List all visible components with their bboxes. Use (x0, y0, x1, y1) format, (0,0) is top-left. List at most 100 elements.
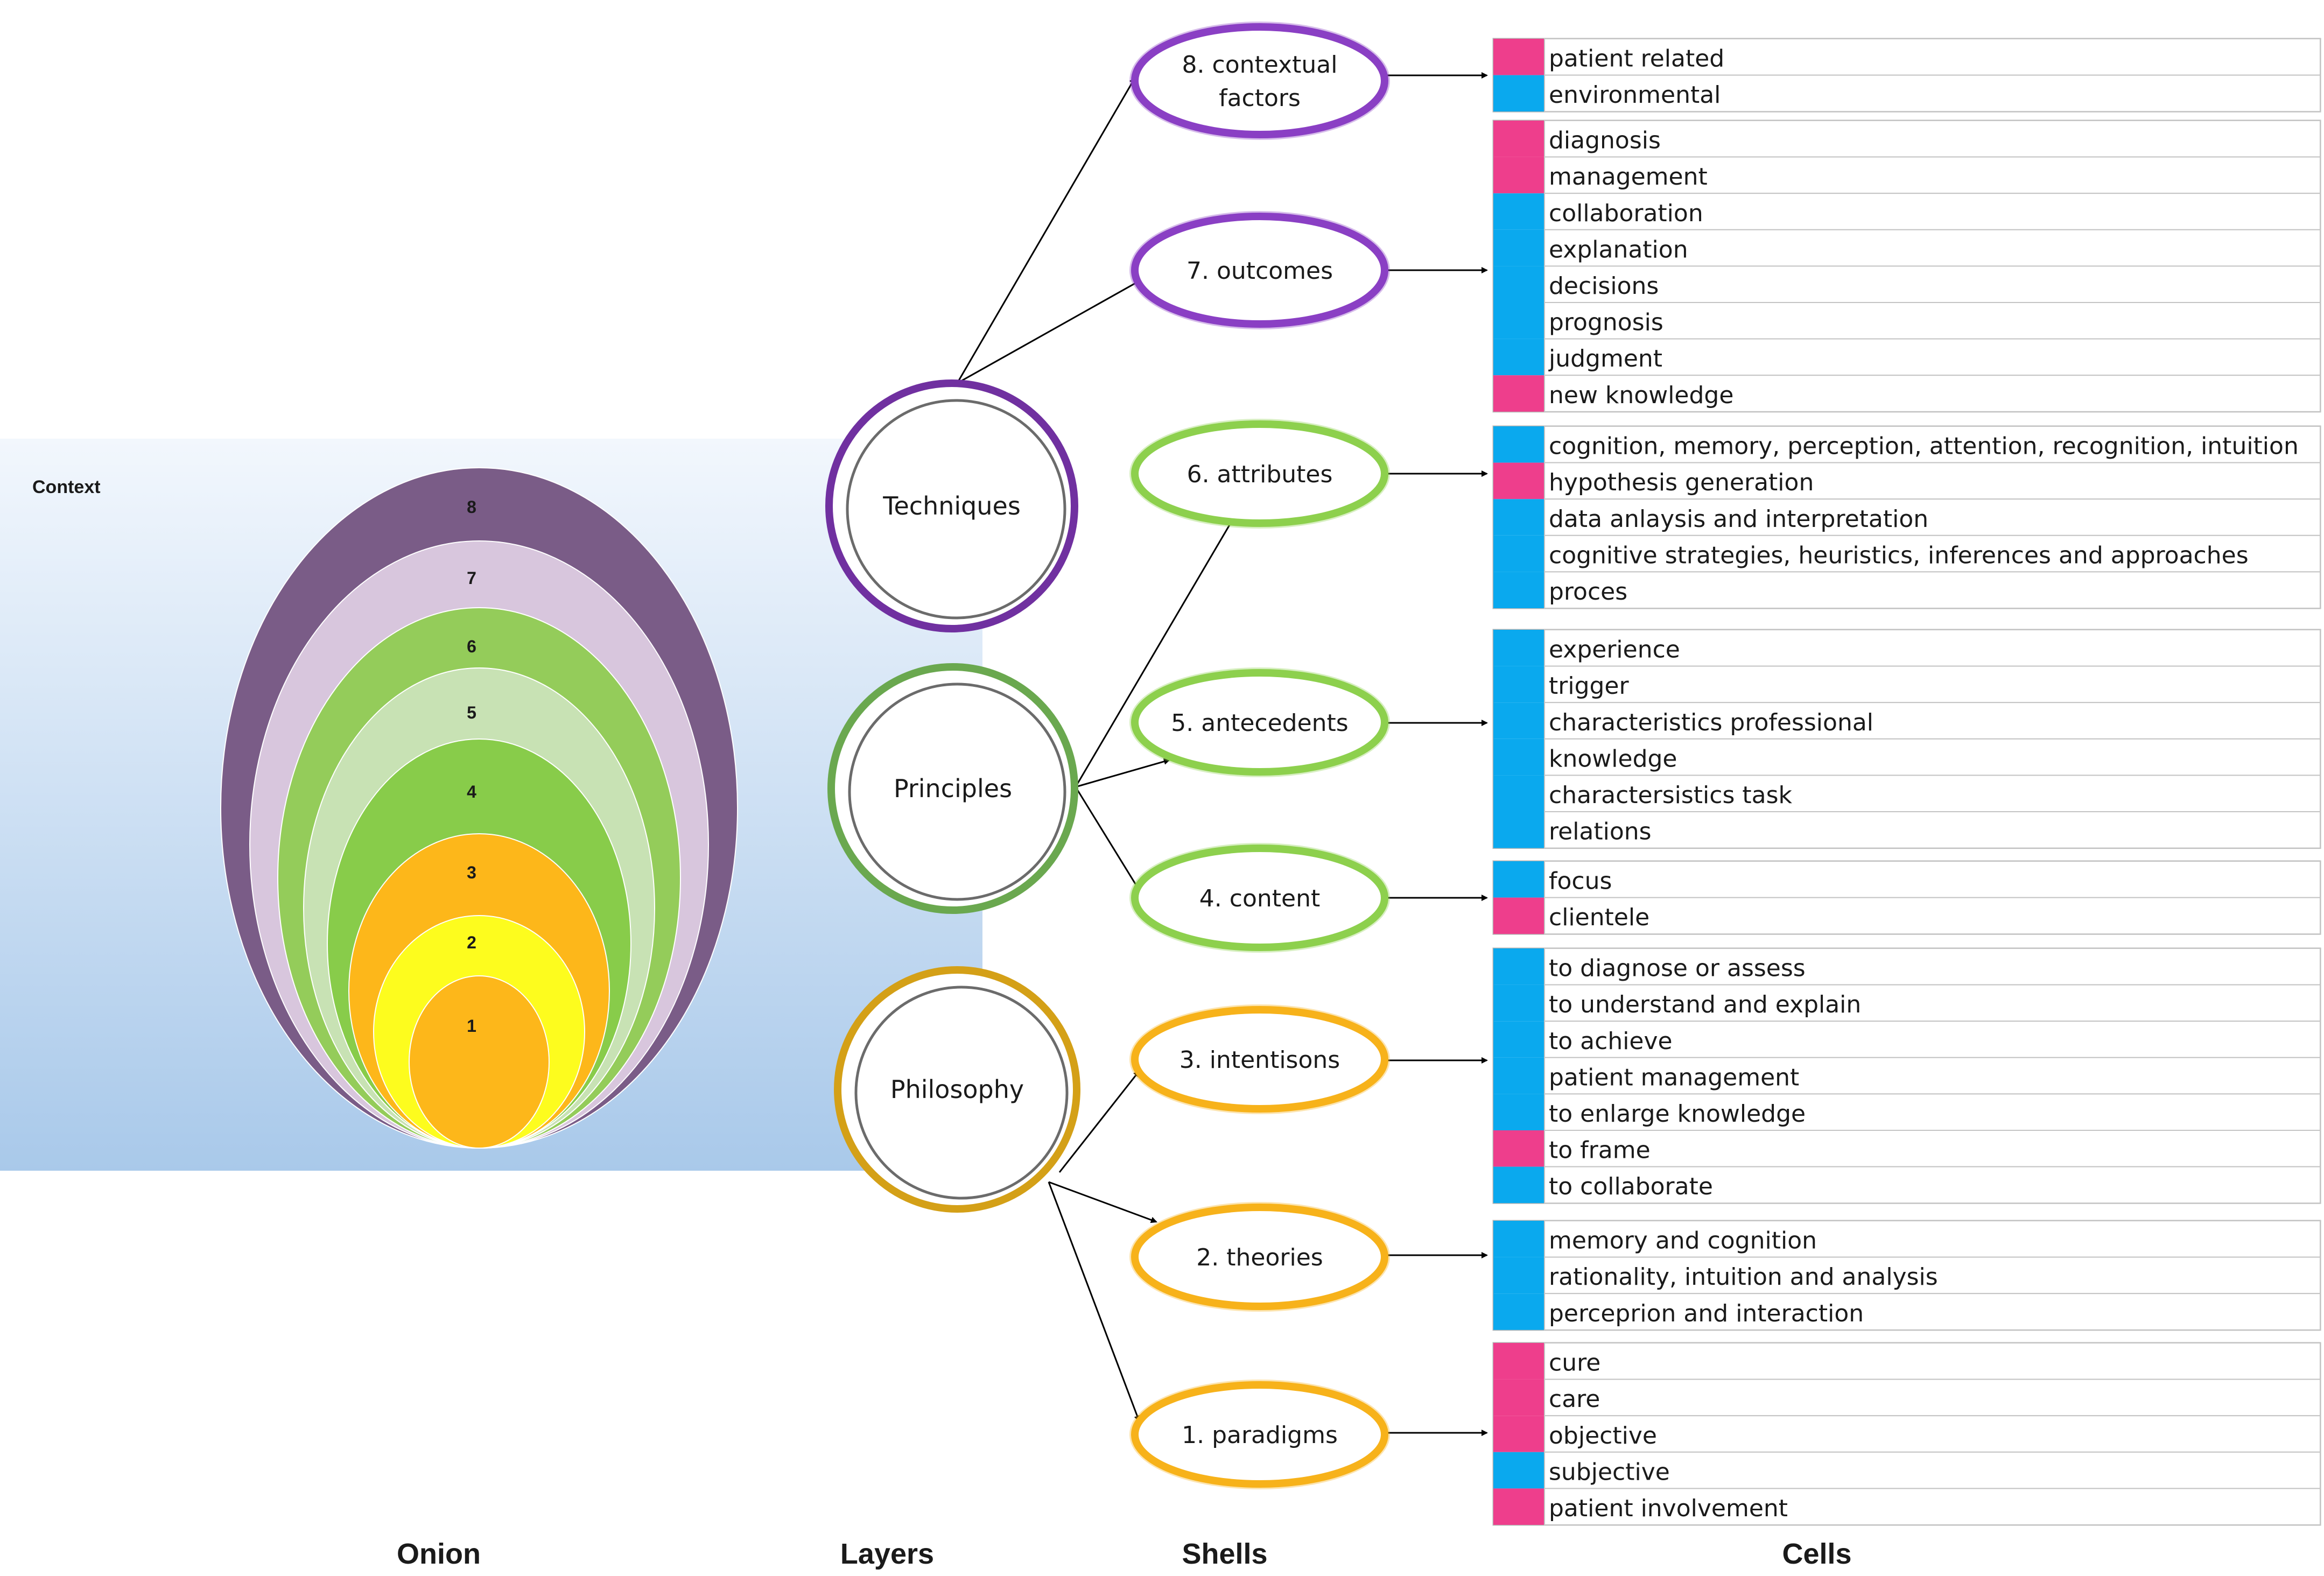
column-label-layers: Layers (840, 1538, 934, 1570)
onion-ring-label: 2 (467, 933, 476, 952)
cell-row: prognosis (1493, 302, 2321, 340)
cell-row: rationality, intuition and analysis (1493, 1256, 2321, 1294)
cell-color-marker (1493, 1166, 1544, 1204)
cell-text: new knowledge (1549, 382, 1733, 409)
cell-color-marker (1493, 157, 1544, 194)
cell-row: patient involvement (1493, 1488, 2321, 1525)
cell-text: relations (1549, 818, 1652, 846)
cell-text: perceprion and interaction (1549, 1300, 1864, 1327)
cell-row: perceprion and interaction (1493, 1293, 2321, 1331)
cell-color-marker (1493, 948, 1544, 985)
cell-text: to frame (1549, 1137, 1651, 1164)
cell-box (1544, 775, 2321, 813)
onion-ring-label: 3 (467, 863, 476, 882)
cell-row: relations (1493, 811, 2321, 849)
shell-label: factors (1219, 85, 1301, 112)
layer-techniques[interactable]: Techniques (825, 379, 1078, 632)
cell-color-marker (1493, 1343, 1544, 1380)
cell-box (1544, 811, 2321, 849)
shell-ellipse (1131, 213, 1388, 328)
shell-ellipse (1131, 1204, 1388, 1310)
cell-box (1544, 1166, 2321, 1204)
cell-color-marker (1493, 1257, 1544, 1294)
cell-color-marker (1493, 499, 1544, 536)
onion-ring-label: 4 (467, 782, 476, 801)
cell-row: trigger (1493, 665, 2321, 703)
cell-row: collaboration (1493, 193, 2321, 230)
cell-box (1544, 120, 2321, 158)
shell-ellipse (1131, 23, 1388, 138)
cell-box (1544, 702, 2321, 740)
shell-label: 7. outcomes (1186, 257, 1333, 285)
cell-color-marker (1493, 984, 1544, 1022)
cell-box (1544, 861, 2321, 898)
connector-arrow (956, 77, 1136, 384)
shell-ellipse (1131, 845, 1388, 951)
cell-text: rationality, intuition and analysis (1549, 1263, 1938, 1291)
column-label-cells: Cells (1782, 1538, 1851, 1570)
connector-arrow (957, 269, 1160, 384)
cell-row: judgment (1493, 338, 2321, 376)
cell-text: management (1549, 163, 1708, 191)
cell-text: to understand and explain (1549, 991, 1861, 1018)
cell-text: explanation (1549, 236, 1688, 263)
shell-label: 2. theories (1196, 1244, 1323, 1271)
cell-box (1544, 1021, 2321, 1058)
shell-4[interactable]: 4. content (1129, 843, 1390, 953)
cell-text: charactersistics task (1549, 782, 1792, 809)
cell-text: care (1549, 1385, 1600, 1413)
cell-row: subjective (1493, 1451, 2321, 1489)
shell-6[interactable]: 6. attributes (1129, 419, 1390, 529)
shell-ellipse (1131, 669, 1388, 776)
cell-group-6: cognition, memory, perception, attention… (1492, 425, 2321, 609)
cell-row: management (1493, 156, 2321, 194)
connector-arrow (1075, 518, 1234, 787)
cell-row: to enlarge knowledge (1493, 1093, 2321, 1131)
onion-ring-label: 8 (467, 497, 476, 517)
shell-1[interactable]: 1. paradigms (1129, 1380, 1390, 1489)
shell-2[interactable]: 2. theories (1129, 1202, 1390, 1312)
cell-row: cognitive strategies, heuristics, infere… (1493, 534, 2321, 573)
cell-row: experience (1493, 629, 2321, 667)
cell-box (1544, 265, 2321, 303)
cell-color-marker (1493, 1379, 1544, 1416)
cell-box (1544, 984, 2321, 1022)
cell-row: hypothesis generation (1493, 462, 2321, 500)
onion-ring-1 (409, 975, 550, 1149)
cell-box (1544, 229, 2321, 267)
cell-text: focus (1549, 868, 1612, 895)
cell-text: clientele (1549, 904, 1649, 931)
shell-label: 6. attributes (1187, 461, 1333, 488)
cell-color-marker (1493, 339, 1544, 376)
layer-philosophy[interactable]: Philosophy (834, 966, 1080, 1213)
cell-color-marker (1493, 812, 1544, 848)
layer-label: Principles (894, 774, 1012, 803)
cell-text: subjective (1549, 1458, 1670, 1486)
shell-7[interactable]: 7. outcomes (1129, 211, 1390, 329)
cell-color-marker (1493, 375, 1544, 412)
layer-inner-ring (854, 986, 1069, 1200)
cell-row: clientele (1493, 897, 2321, 935)
layer-principles[interactable]: Principles (827, 663, 1078, 914)
cell-row: data anlaysis and interpretation (1493, 498, 2321, 536)
cell-color-marker (1493, 302, 1544, 339)
shell-label: 3. intentisons (1179, 1046, 1340, 1074)
cell-text: patient related (1549, 45, 1724, 73)
cell-color-marker (1493, 535, 1544, 572)
column-label-shells: Shells (1182, 1538, 1267, 1570)
cell-text: decisions (1549, 272, 1659, 300)
cell-text: patient management (1549, 1064, 1799, 1091)
shell-5[interactable]: 5. antecedents (1129, 667, 1390, 777)
cell-row: focus (1493, 861, 2321, 898)
cell-box (1544, 1220, 2321, 1258)
cell-text: diagnosis (1549, 127, 1661, 154)
cell-row: explanation (1493, 229, 2321, 267)
cell-row: objective (1493, 1415, 2321, 1453)
shell-3[interactable]: 3. intentisons (1129, 1004, 1390, 1114)
